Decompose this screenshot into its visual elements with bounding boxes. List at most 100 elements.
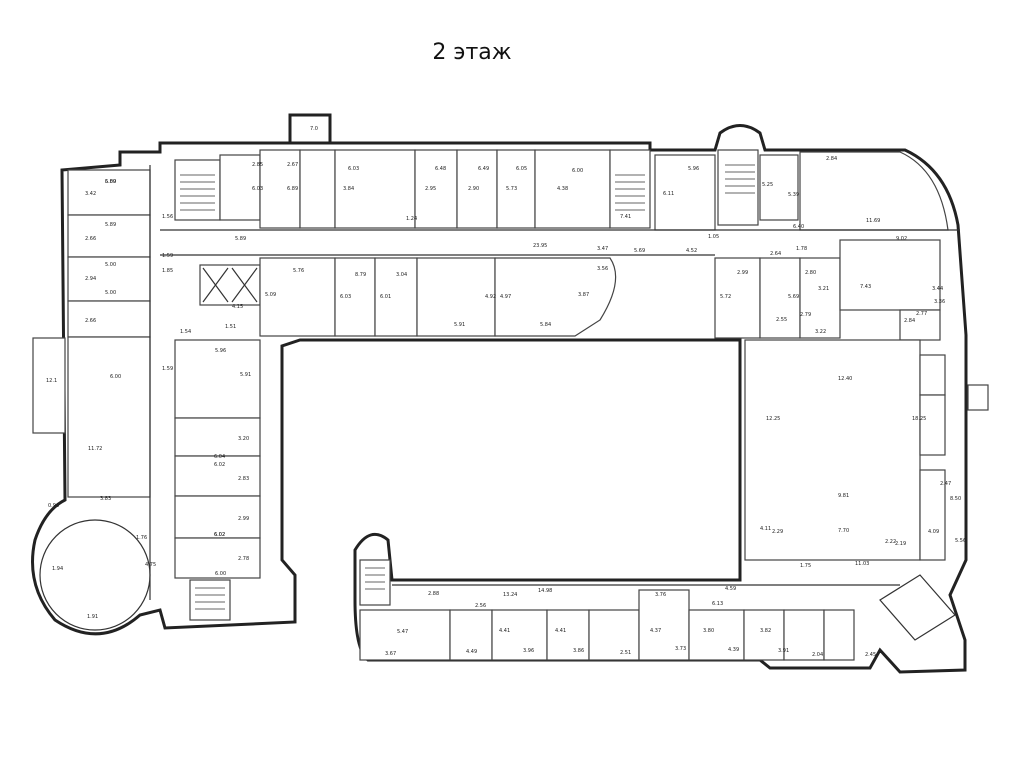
dimension-label: 1.85 — [162, 268, 173, 274]
dimension-label: 3.36 — [934, 299, 945, 305]
room — [259, 257, 336, 337]
room — [174, 495, 261, 539]
room — [174, 537, 261, 579]
dimension-label: 2.94 — [85, 276, 96, 282]
dimension-label: 12.25 — [766, 416, 780, 422]
dimension-label: 9.81 — [838, 493, 849, 499]
room — [496, 149, 536, 229]
dimension-label: 3.76 — [655, 592, 666, 598]
dimension-label: 1.59 — [162, 253, 173, 259]
dimension-label: 6.01 — [380, 294, 391, 300]
stairwell — [189, 579, 231, 621]
room — [688, 609, 745, 661]
round-room — [39, 519, 151, 631]
dimension-label: 2.90 — [468, 186, 479, 192]
floor-title: 2 этаж — [432, 40, 512, 65]
dimension-label: 6.04 — [214, 454, 225, 460]
dimension-label: 2.99 — [238, 516, 249, 522]
room — [534, 149, 611, 229]
dimension-label: 4.92 — [485, 294, 496, 300]
dimension-label: 4.75 — [145, 562, 156, 568]
dimension-label: 6.00 — [572, 168, 583, 174]
dimension-label: 5.69 — [788, 294, 799, 300]
dimension-label: 23.95 — [533, 243, 547, 249]
dimension-label: 18.25 — [912, 416, 926, 422]
dimension-label: 2.22 — [885, 539, 896, 545]
room — [334, 149, 416, 229]
dimension-label: 2.85 — [252, 162, 263, 168]
room — [174, 455, 261, 497]
room — [494, 257, 617, 337]
dimension-label: 6.02 — [214, 532, 225, 538]
dimension-label: 2.29 — [772, 529, 783, 535]
dimension-label: 6.03 — [252, 186, 263, 192]
dimension-label: 6.00 — [105, 179, 116, 185]
room — [638, 589, 690, 661]
room — [67, 169, 151, 216]
room — [359, 609, 451, 661]
dimension-label: 6.11 — [663, 191, 674, 197]
dimension-label: 2.84 — [826, 156, 837, 162]
dimension-label: 4.39 — [728, 647, 739, 653]
dimension-label: 2.67 — [287, 162, 298, 168]
dimension-label: 6.03 — [348, 166, 359, 172]
dimension-label: 4.41 — [555, 628, 566, 634]
dimension-label: 3.80 — [703, 628, 714, 634]
dimension-label: 5.89 — [105, 179, 116, 185]
dimension-label: 2.88 — [428, 591, 439, 597]
dimension-label: 6.89 — [287, 186, 298, 192]
room — [174, 339, 261, 419]
dimension-label: 3.91 — [778, 648, 789, 654]
room — [67, 214, 151, 258]
dimension-label: 3.04 — [396, 272, 407, 278]
dimension-label: 6.00 — [110, 374, 121, 380]
dimension-label: 3.82 — [760, 628, 771, 634]
dimension-labels: 5.893.425.892.665.002.945.002.666.0011.7… — [46, 126, 966, 658]
dimension-label: 6.48 — [435, 166, 446, 172]
dimension-label: 8.50 — [950, 496, 961, 502]
dimension-label: 7.43 — [860, 284, 871, 290]
dimension-label: 3.73 — [675, 646, 686, 652]
dimension-label: 12.40 — [838, 376, 852, 382]
dimension-label: 3.44 — [932, 286, 943, 292]
room — [32, 337, 66, 434]
dimension-label: 7.70 — [838, 528, 849, 534]
dimension-label: 3.47 — [597, 246, 608, 252]
dimension-label: 5.73 — [506, 186, 517, 192]
dimension-label: 3.21 — [818, 286, 829, 292]
stairwell — [359, 559, 391, 606]
dimension-label: 1.05 — [708, 234, 719, 240]
dimension-label: 7.41 — [620, 214, 631, 220]
dimension-label: 3.87 — [578, 292, 589, 298]
room — [743, 609, 785, 661]
dimension-label: 2.51 — [620, 650, 631, 656]
dimension-label: 2.78 — [238, 556, 249, 562]
building-outline — [31, 113, 968, 674]
dimension-label: 5.91 — [240, 372, 251, 378]
dimension-label: 5.69 — [634, 248, 645, 254]
dimension-label: 14.98 — [538, 588, 552, 594]
room — [783, 609, 825, 661]
dimension-label: 6.49 — [478, 166, 489, 172]
dimension-label: 3.84 — [343, 186, 354, 192]
dimension-label: 1.51 — [225, 324, 236, 330]
dimension-label: 9.02 — [896, 236, 907, 242]
dimension-label: 2.19 — [895, 541, 906, 547]
dimension-label: 6.13 — [712, 601, 723, 607]
dimension-label: 2.45 — [865, 652, 876, 658]
dimension-label: 6.05 — [516, 166, 527, 172]
dimension-label: 1.75 — [800, 563, 811, 569]
room — [416, 257, 496, 337]
room — [67, 300, 151, 338]
dimension-label: 3.67 — [385, 651, 396, 657]
dimension-label: 3.42 — [85, 191, 96, 197]
room — [714, 257, 761, 339]
dimension-label: 5.89 — [235, 236, 246, 242]
dimension-label: 8.79 — [355, 272, 366, 278]
dimension-label: 5.39 — [788, 192, 799, 198]
room — [491, 609, 548, 661]
stair-steps — [180, 164, 755, 610]
dimension-label: 2.77 — [916, 311, 927, 317]
dimension-label: 4.41 — [499, 628, 510, 634]
